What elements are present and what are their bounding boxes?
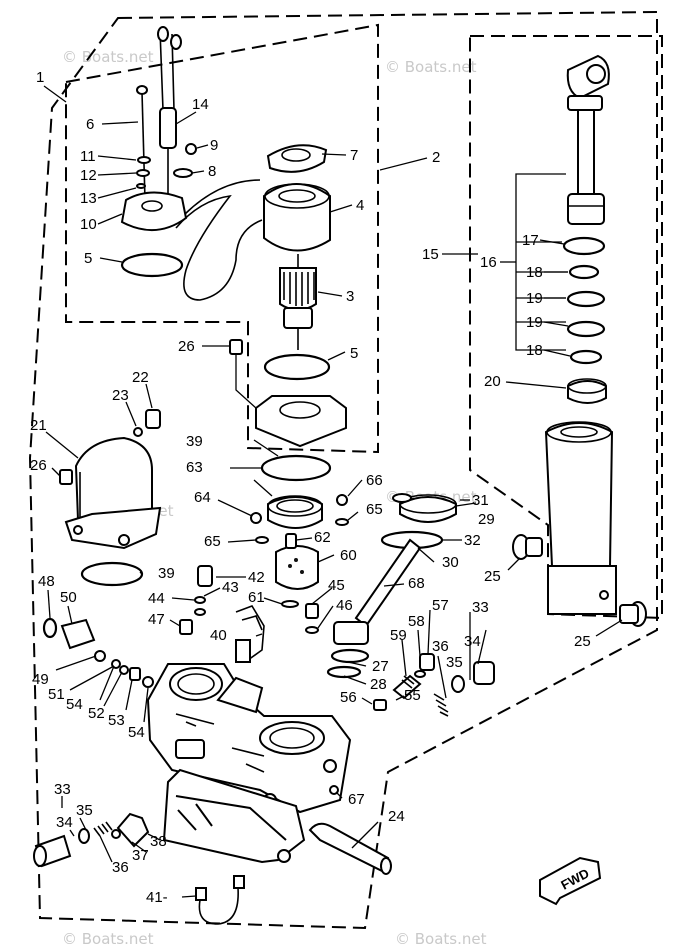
callout-18: 18 — [526, 264, 543, 281]
callout-22: 22 — [132, 369, 149, 386]
callout-27: 27 — [372, 658, 389, 675]
callout-63: 63 — [186, 459, 203, 476]
watermark: © Boats.net — [62, 930, 154, 948]
watermark: © Boats.net — [395, 930, 487, 948]
callout-65b: 65 — [366, 501, 383, 518]
callout-60: 60 — [340, 547, 357, 564]
motor-group — [120, 26, 347, 448]
tilt-cylinder-group — [470, 54, 647, 627]
callout-46: 46 — [336, 597, 353, 614]
forward-direction-indicator: FWD — [539, 856, 602, 906]
assembly-boundary-outline — [28, 10, 658, 930]
callout-17: 17 — [522, 232, 539, 249]
callout-40: 40 — [210, 627, 227, 644]
callout-9: 9 — [210, 137, 218, 154]
callout-26: 26 — [178, 338, 195, 355]
callout-54: 54 — [66, 696, 83, 713]
callout-59: 59 — [390, 627, 407, 644]
callout-68: 68 — [408, 575, 425, 592]
callout-19: 19 — [526, 290, 543, 307]
pump-manifold-group — [33, 409, 495, 925]
callout-11: 11 — [80, 148, 96, 165]
callout-26b: 26 — [30, 457, 47, 474]
callout-7: 7 — [350, 147, 358, 164]
callout-51: 51 — [48, 686, 65, 703]
callout-45: 45 — [328, 577, 345, 594]
callout-5b: 5 — [350, 345, 358, 362]
callout-38: 38 — [150, 833, 167, 850]
callout-56: 56 — [340, 689, 357, 706]
callout-3: 3 — [346, 288, 354, 305]
callout-8: 8 — [208, 163, 216, 180]
callout-64: 64 — [194, 489, 211, 506]
callout-20: 20 — [484, 373, 501, 390]
callout-57: 57 — [432, 597, 449, 614]
callout-39b: 39 — [158, 565, 175, 582]
callout-14: 14 — [192, 96, 209, 113]
callout-30: 30 — [442, 554, 459, 571]
callout-13: 13 — [80, 190, 97, 207]
callout-65: 65 — [204, 533, 221, 550]
callout-31: 31 — [472, 492, 489, 509]
callout-32: 32 — [464, 532, 481, 549]
callout-21: 21 — [30, 417, 47, 434]
callout-19b: 19 — [526, 314, 543, 331]
callout-labels: 1 2 3 4 5 5 6 7 8 9 10 11 12 13 14 15 16… — [30, 69, 591, 906]
callout-43: 43 — [222, 579, 239, 596]
callout-55: 55 — [404, 687, 421, 704]
callout-36: 36 — [432, 638, 449, 655]
callout-28: 28 — [370, 676, 387, 693]
callout-34b: 34 — [56, 814, 73, 831]
callout-58: 58 — [408, 613, 425, 630]
callout-50: 50 — [60, 589, 77, 606]
callout-16: 16 — [480, 254, 497, 271]
callout-25b: 25 — [574, 633, 591, 650]
callout-53: 53 — [108, 712, 125, 729]
callout-67: 67 — [348, 791, 365, 808]
callout-25: 25 — [484, 568, 501, 585]
callout-37: 37 — [132, 847, 149, 864]
callout-49: 49 — [32, 671, 49, 688]
callout-35b: 35 — [76, 802, 93, 819]
callout-42: 42 — [248, 569, 265, 586]
watermark: © Boats.net — [385, 58, 477, 76]
callout-44: 44 — [148, 590, 165, 607]
callout-4: 4 — [356, 197, 364, 214]
callout-33: 33 — [472, 599, 489, 616]
callout-61: 61 — [248, 589, 265, 606]
motor-assembly-boundary — [65, 23, 379, 454]
callout-33b: 33 — [54, 781, 71, 798]
watermark: © Boats.net — [62, 48, 154, 66]
callout-1: 1 — [36, 69, 44, 86]
callout-12: 12 — [80, 167, 97, 184]
callout-39: 39 — [186, 433, 203, 450]
callout-15: 15 — [422, 246, 439, 263]
callout-5: 5 — [84, 250, 92, 267]
callout-18b: 18 — [526, 342, 543, 359]
callout-52: 52 — [88, 705, 105, 722]
callout-34: 34 — [464, 633, 481, 650]
callout-36b: 36 — [112, 859, 129, 876]
callout-62: 62 — [314, 529, 331, 546]
callout-66: 66 — [366, 472, 383, 489]
leader-lines — [43, 85, 623, 898]
callout-10: 10 — [80, 216, 97, 233]
callout-47: 47 — [148, 611, 165, 628]
callout-23: 23 — [112, 387, 129, 404]
callout-24: 24 — [388, 808, 405, 825]
callout-48: 48 — [38, 573, 55, 590]
callout-54b: 54 — [128, 724, 145, 741]
callout-29: 29 — [478, 511, 495, 528]
callout-6: 6 — [86, 116, 94, 133]
callout-41: 41- — [146, 889, 168, 906]
callout-2: 2 — [432, 149, 440, 166]
callout-35: 35 — [446, 654, 463, 671]
